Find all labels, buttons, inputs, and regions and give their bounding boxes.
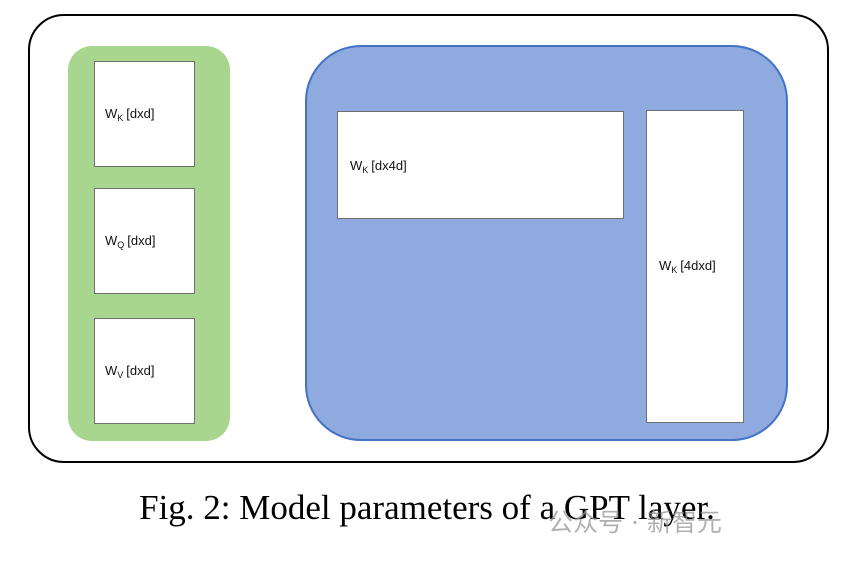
mlp-down-projection-label: WK[4dxd]: [659, 258, 716, 275]
wk-attention-label: WK[dxd]: [105, 105, 155, 123]
wq-attention-box: WQ[dxd]: [94, 188, 195, 294]
figure-caption: Fig. 2: Model parameters of a GPT layer.: [139, 488, 715, 527]
mlp-up-projection-box: WK[dx4d]: [337, 111, 624, 219]
watermark: 公众号 · 新智元: [548, 508, 722, 537]
mlp-up-projection-label: WK[dx4d]: [350, 158, 407, 175]
wk-attention-box: WK[dxd]: [94, 61, 195, 167]
wv-attention-box: WV[dxd]: [94, 318, 195, 424]
wv-attention-label: WV[dxd]: [105, 362, 155, 380]
wq-attention-label: WQ[dxd]: [105, 232, 156, 250]
mlp-down-projection-box: WK[4dxd]: [646, 110, 744, 423]
